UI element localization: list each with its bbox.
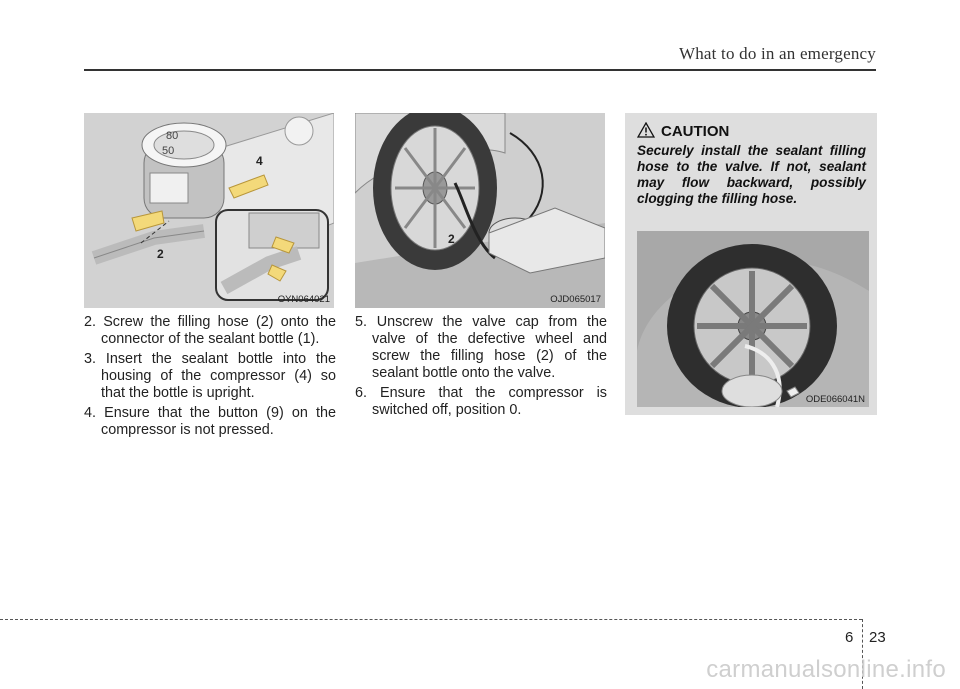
caution-label: CAUTION	[661, 123, 730, 140]
page-number: 23	[869, 629, 886, 646]
watermark: carmanualsonline.info	[706, 656, 946, 683]
caution-heading: CAUTION	[637, 122, 729, 140]
caution-text: Securely install the sealant filling hos…	[637, 143, 866, 206]
instructions-left: 2. Screw the filling hose (2) onto the c…	[84, 314, 336, 442]
figure-tire-valve: 2 OJD065017	[355, 113, 605, 308]
figure-code: OYN064021	[277, 294, 330, 305]
step-2: 2. Screw the filling hose (2) onto the c…	[84, 314, 336, 347]
footer-divider	[862, 619, 864, 689]
dial-label-high: 80	[166, 130, 178, 142]
callout-2: 2	[157, 247, 164, 261]
warning-triangle-icon	[637, 122, 655, 138]
dial-label-low: 50	[162, 145, 174, 157]
instructions-middle: 5. Unscrew the valve cap from the valve …	[355, 314, 607, 422]
footer-rule	[0, 619, 862, 620]
step-4: 4. Ensure that the button (9) on the com…	[84, 405, 336, 438]
callout-2: 2	[448, 232, 455, 246]
figure-sealant-bottle: 80 50 2 4 OYN064021	[84, 113, 334, 308]
caution-box: CAUTION Securely install the sealant fil…	[625, 113, 877, 415]
sealant-bottle-illustration: 80 50 2 4	[84, 113, 334, 308]
step-3: 3. Insert the sealant bottle into the ho…	[84, 351, 336, 401]
step-5: 5. Unscrew the valve cap from the valve …	[355, 314, 607, 381]
figure-code: OJD065017	[550, 294, 601, 305]
tire-valve-illustration: 2	[355, 113, 605, 308]
header-title: What to do in an emergency	[678, 44, 876, 63]
figure-wheel-valve: ODE066041N	[637, 231, 869, 407]
chapter-number: 6	[845, 629, 854, 646]
header-rule	[84, 69, 876, 71]
wheel-valve-illustration	[637, 231, 869, 407]
figure-code: ODE066041N	[805, 394, 865, 405]
callout-4: 4	[256, 154, 263, 168]
step-6: 6. Ensure that the compressor is switche…	[355, 385, 607, 418]
